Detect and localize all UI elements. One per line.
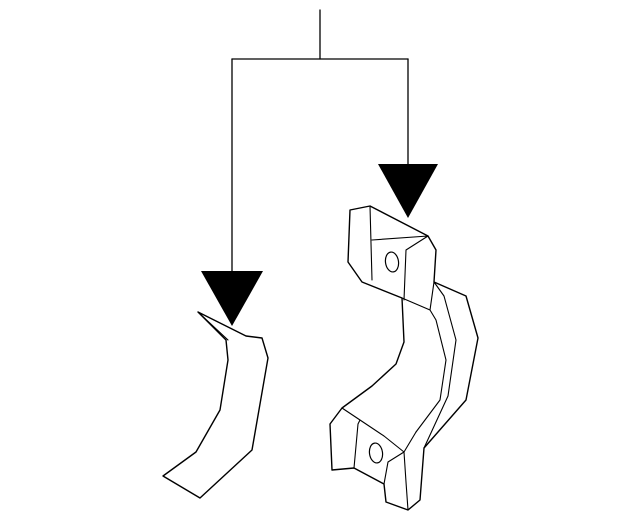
right-bracket-lower-fold bbox=[341, 407, 417, 511]
right-bracket-lower-hole bbox=[368, 442, 384, 464]
right-mounting-bracket bbox=[329, 205, 479, 511]
left-arrowhead bbox=[201, 271, 263, 326]
left-bracket-body bbox=[162, 311, 269, 499]
right-bracket-middle-fold bbox=[401, 281, 457, 449]
right-bracket-upper-hole bbox=[384, 251, 400, 273]
right-bracket-body bbox=[329, 205, 479, 511]
left-bracket-edge bbox=[197, 311, 229, 341]
callout-leader-lines bbox=[231, 9, 409, 276]
right-arrowhead bbox=[378, 164, 438, 218]
right-bracket-upper-fold bbox=[369, 205, 429, 301]
left-curved-bracket bbox=[162, 311, 269, 499]
callout-arrowheads bbox=[201, 164, 438, 326]
